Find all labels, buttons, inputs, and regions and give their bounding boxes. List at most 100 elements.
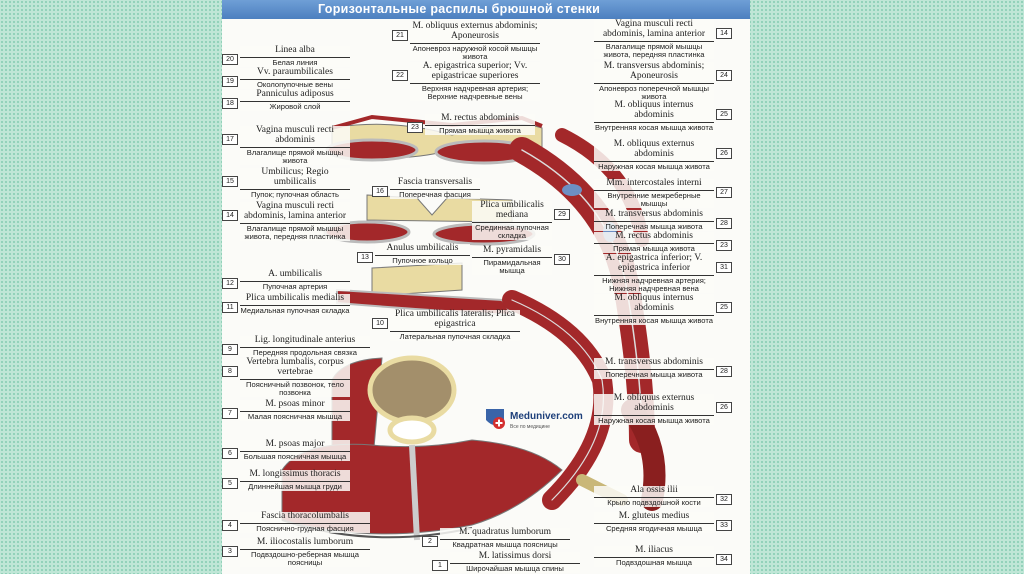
label-number: 23 bbox=[716, 240, 732, 251]
label-latin: Linea alba bbox=[275, 45, 315, 55]
label-russian: Срединная пупочная складка bbox=[472, 221, 552, 240]
label-number: 27 bbox=[716, 187, 732, 198]
callout-22: 22 A. epigastrica superior; Vv. epigastri… bbox=[392, 61, 540, 101]
label-number: 18 bbox=[222, 98, 238, 109]
label-russian: Апоневроз наружной косой мышцы живота bbox=[410, 42, 540, 61]
label-latin: Vertebra lumbalis, corpus vertebrae bbox=[246, 357, 344, 377]
label-latin: A. umbilicalis bbox=[268, 269, 322, 279]
label-russian: Латеральная пупочная складка bbox=[390, 330, 520, 341]
label-latin: Vagina musculi recti abdominis bbox=[255, 125, 335, 145]
label-russian: Нижняя надчревная артерия; Нижняя надчре… bbox=[594, 274, 714, 293]
label-latin: A. epigastrica superior; Vv. epigastrica… bbox=[422, 61, 528, 81]
label-russian: Малая поясничная мышца bbox=[240, 410, 350, 421]
label-22: A. epigastrica superior; Vv. epigastrica… bbox=[410, 61, 540, 101]
label-russian: Квадратная мышца поясницы bbox=[440, 538, 570, 549]
label-russian: Передняя продольная связка bbox=[240, 346, 370, 357]
label-number: 5 bbox=[222, 478, 238, 489]
label-russian: Околопупочные вены bbox=[240, 78, 350, 89]
label-number: 25 bbox=[716, 302, 732, 313]
label-russian: Жировой слой bbox=[240, 100, 350, 111]
label-russian: Верхняя надчревная артерия; Верхние надч… bbox=[410, 82, 540, 101]
label-latin: Fascia thoracolumbalis bbox=[261, 511, 349, 521]
label-number: 10 bbox=[372, 318, 388, 329]
label-russian: Влагалище прямой мышцы живота bbox=[240, 146, 350, 165]
label-latin: Umbilicus; Regio umbilicalis bbox=[261, 167, 329, 187]
callout-14: 14 Vagina musculi recti abdominis, lamina… bbox=[222, 201, 350, 241]
label-number: 7 bbox=[222, 408, 238, 419]
label-number: 9 bbox=[222, 344, 238, 355]
callout-14: Vagina musculi recti abdominis, lamina a… bbox=[594, 19, 732, 59]
label-latin: M. psoas major bbox=[265, 439, 325, 449]
vertebral-section bbox=[281, 355, 563, 541]
label-number: 22 bbox=[392, 70, 408, 81]
label-russian: Длиннейшая мышца груди bbox=[240, 480, 350, 491]
label-14: Vagina musculi recti abdominis, lamina a… bbox=[594, 19, 714, 59]
label-latin: Plica umbilicalis lateralis; Plica epiga… bbox=[394, 309, 516, 329]
label-number: 14 bbox=[716, 28, 732, 39]
label-number: 17 bbox=[222, 134, 238, 145]
label-number: 11 bbox=[222, 302, 238, 313]
label-number: 25 bbox=[716, 109, 732, 120]
logo-tagline: Все по медицине bbox=[510, 424, 550, 430]
label-latin: Ala ossis ilii bbox=[630, 485, 678, 495]
label-latin: M. latissimus dorsi bbox=[478, 551, 552, 561]
label-latin: Fascia transversalis bbox=[397, 177, 473, 187]
label-latin: Panniculus adiposus bbox=[256, 89, 334, 99]
label-latin: M. iliocostalis lumborum bbox=[256, 537, 354, 547]
label-russian: Поперечная мышца живота bbox=[594, 368, 714, 379]
label-latin: Vagina musculi recti abdominis, lamina a… bbox=[243, 201, 347, 221]
label-number: 34 bbox=[716, 554, 732, 565]
label-latin: M. longissimus thoracis bbox=[249, 469, 341, 479]
label-russian: Пояснично-грудная фасция bbox=[240, 522, 370, 533]
label-number: 6 bbox=[222, 448, 238, 459]
label-number: 14 bbox=[222, 210, 238, 221]
label-number: 24 bbox=[716, 70, 732, 81]
label-latin: Vv. paraumbilicales bbox=[257, 67, 333, 77]
label-number: 26 bbox=[716, 148, 732, 159]
label-latin: M. obliquus externus abdominis bbox=[613, 393, 695, 413]
label-latin: A. epigastrica inferior; V. epigastrica … bbox=[605, 253, 703, 273]
label-31: A. epigastrica inferior; V. epigastrica … bbox=[594, 253, 714, 293]
